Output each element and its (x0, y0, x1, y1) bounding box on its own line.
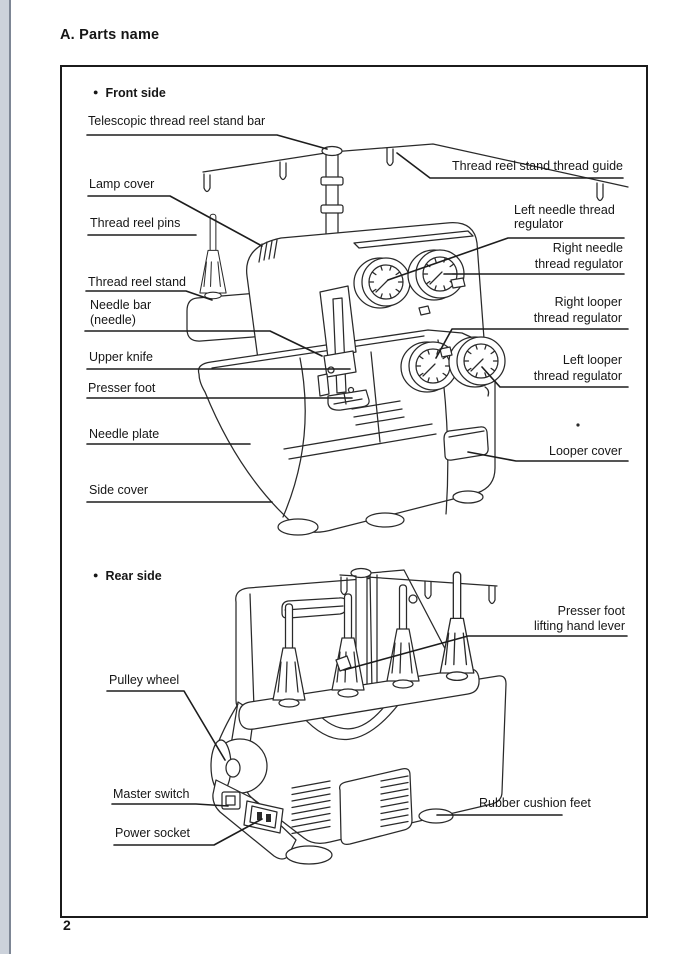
label-pulley-wheel: Pulley wheel (109, 673, 180, 687)
bullet-icon: ● (93, 87, 99, 97)
front-machine-drawing (186, 143, 629, 536)
label-thread-reel-pins: Thread reel pins (90, 216, 181, 230)
page-number: 2 (63, 917, 71, 933)
label-upper-knife: Upper knife (89, 350, 153, 364)
label-left-needle-thread-regulator: Left needle thread regulator (514, 203, 615, 231)
label-right-needle-thread-regulator: Right needle thread regulator (534, 241, 623, 271)
rear-machine-drawing (210, 567, 507, 865)
label-looper-cover: Looper cover (549, 444, 622, 458)
figure-frame (60, 65, 648, 918)
label-thread-reel-stand-thread-guide: Thread reel stand thread guide (452, 159, 623, 173)
label-needle-plate: Needle plate (89, 427, 160, 441)
label-lamp-cover: Lamp cover (89, 177, 155, 191)
label-needle-bar: Needle bar (needle) (90, 298, 152, 327)
label-presser-foot-lifting-hand-lever: Presser foot lifting hand lever (533, 604, 625, 633)
label-left-looper-thread-regulator: Left looper thread regulator (533, 353, 622, 383)
label-presser-foot: Presser foot (88, 381, 156, 395)
label-rubber-cushion-feet: Rubber cushion feet (479, 796, 591, 810)
label-side-cover: Side cover (89, 483, 149, 497)
callout-leader-lines (84, 134, 629, 846)
label-right-looper-thread-regulator: Right looper thread regulator (533, 295, 622, 325)
label-power-socket: Power socket (115, 826, 191, 840)
bullet-icon: ● (93, 570, 99, 580)
page-title: A. Parts name (60, 27, 160, 43)
scan-page-edge (0, 0, 11, 954)
label-thread-reel-stand: Thread reel stand (88, 275, 186, 289)
label-telescopic-thread-reel-stand-bar: Telescopic thread reel stand bar (88, 114, 266, 128)
rear-side-section-label: ●Rear side (93, 569, 162, 583)
front-side-section-label: ●Front side (93, 86, 166, 100)
label-master-switch: Master switch (113, 787, 190, 801)
